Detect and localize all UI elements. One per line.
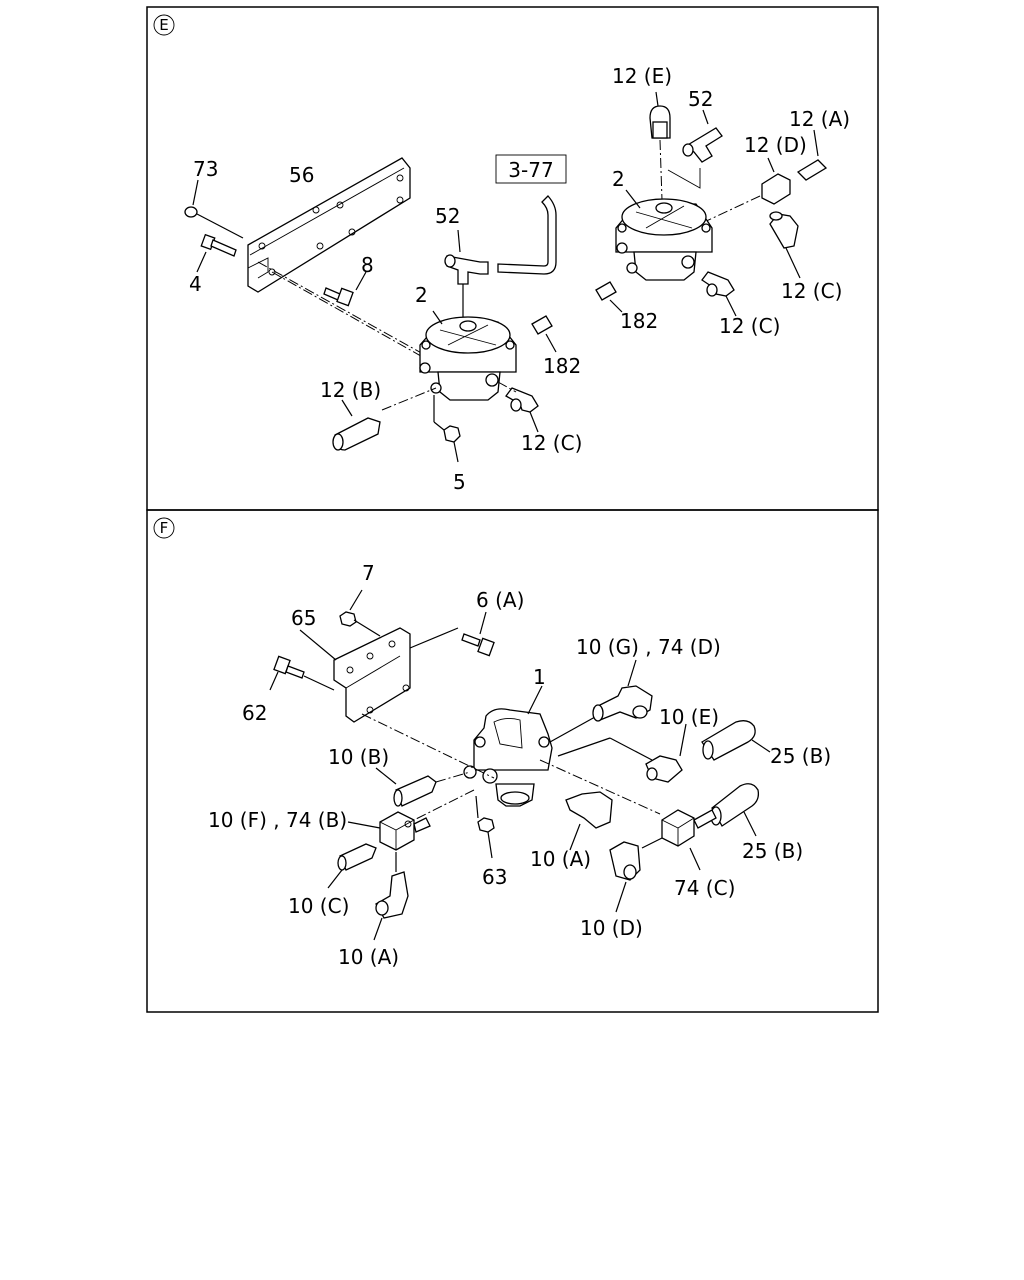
label-12d: 12 (D) <box>744 133 807 157</box>
label-10b: 10 (B) <box>328 745 389 769</box>
label-12c: 12 (C) <box>521 431 582 455</box>
fitting-12a <box>796 129 828 181</box>
label-10a: 10 (A) <box>530 847 591 871</box>
bolt-62 <box>269 655 335 691</box>
relay-valve-2 <box>419 310 517 401</box>
reference-box-3-77: 3-77 <box>495 154 567 184</box>
leader-65 <box>299 629 337 661</box>
label-10a-lower: 10 (A) <box>338 945 399 969</box>
nut-63 <box>475 795 495 859</box>
label-10c: 10 (C) <box>288 894 349 918</box>
label-52-right: 52 <box>688 87 713 111</box>
panel-f-marker-text: F <box>160 519 169 537</box>
label-12a: 12 (A) <box>789 107 850 131</box>
elbow-12c <box>497 381 539 433</box>
fitting-12b <box>332 387 437 451</box>
label-12e: 12 (E) <box>612 64 672 88</box>
nut-5 <box>433 395 461 463</box>
label-182: 182 <box>543 354 581 378</box>
fitting-10e <box>645 723 687 783</box>
elbow-10a <box>565 791 613 851</box>
reference-box-text: 3-77 <box>508 158 553 182</box>
label-62: 62 <box>242 701 267 725</box>
label-2: 2 <box>415 283 428 307</box>
label-56: 56 <box>289 163 314 187</box>
label-8: 8 <box>361 253 374 277</box>
elbow-10a-lower <box>373 852 409 941</box>
fitting-10d <box>609 841 641 913</box>
plug-182 <box>531 315 557 353</box>
block-10f-74b <box>347 811 431 851</box>
relay-valve-2-right <box>615 189 713 281</box>
label-63: 63 <box>482 865 507 889</box>
dash-line <box>413 789 475 821</box>
label-10e: 10 (E) <box>659 705 719 729</box>
panel-e-marker-text: E <box>159 16 168 34</box>
block-74c <box>641 809 717 871</box>
connector-line <box>557 737 611 757</box>
nut-73 <box>184 179 244 239</box>
elbow-12c-right-lower <box>701 271 737 317</box>
panel-e-marker: E <box>153 14 175 36</box>
dash-line <box>271 271 429 361</box>
panel-f-marker: F <box>153 517 175 539</box>
label-2-right: 2 <box>612 167 625 191</box>
label-1: 1 <box>533 665 546 689</box>
label-10d: 10 (D) <box>580 916 643 940</box>
label-6a: 6 (A) <box>476 588 524 612</box>
relay-valve-1 <box>463 685 553 807</box>
label-182-right: 182 <box>620 309 658 333</box>
dash-line <box>361 713 495 779</box>
panel-f-frame <box>146 509 879 1013</box>
fitting-10b <box>375 767 471 807</box>
label-52: 52 <box>435 204 460 228</box>
label-10g-74d: 10 (G) , 74 (D) <box>576 635 721 659</box>
fitting-10c <box>327 843 377 889</box>
nut-7 <box>339 589 381 637</box>
dash-line <box>539 759 661 815</box>
bolt-6a <box>409 611 495 657</box>
plug-182-right <box>595 281 623 313</box>
label-65: 65 <box>291 606 316 630</box>
sensor-25b <box>701 720 771 761</box>
bracket-56 <box>247 157 411 293</box>
fitting-12e <box>649 91 671 201</box>
label-12c-right-lower: 12 (C) <box>719 314 780 338</box>
bracket-65 <box>333 627 411 723</box>
sensor-25b-lower <box>710 783 760 837</box>
tee-fitting-52-right <box>667 109 723 189</box>
label-12c-right: 12 (C) <box>781 279 842 303</box>
dash-line <box>257 261 426 356</box>
connector-line <box>609 737 653 761</box>
label-10f-74b: 10 (F) , 74 (B) <box>208 808 347 832</box>
label-7: 7 <box>362 561 375 585</box>
label-5: 5 <box>453 470 466 494</box>
tee-fitting-52 <box>444 229 489 318</box>
label-25b: 25 (B) <box>770 744 831 768</box>
label-4: 4 <box>189 272 202 296</box>
fitting-12d <box>699 157 791 225</box>
bolt-4 <box>196 233 237 273</box>
label-12b: 12 (B) <box>320 378 381 402</box>
hose-line <box>497 195 557 275</box>
elbow-12c-right <box>769 211 801 279</box>
bolt-8 <box>323 271 367 307</box>
label-25b-lower: 25 (B) <box>742 839 803 863</box>
label-74c: 74 (C) <box>674 876 735 900</box>
elbow-10g-74d <box>592 659 653 722</box>
label-73: 73 <box>193 157 218 181</box>
